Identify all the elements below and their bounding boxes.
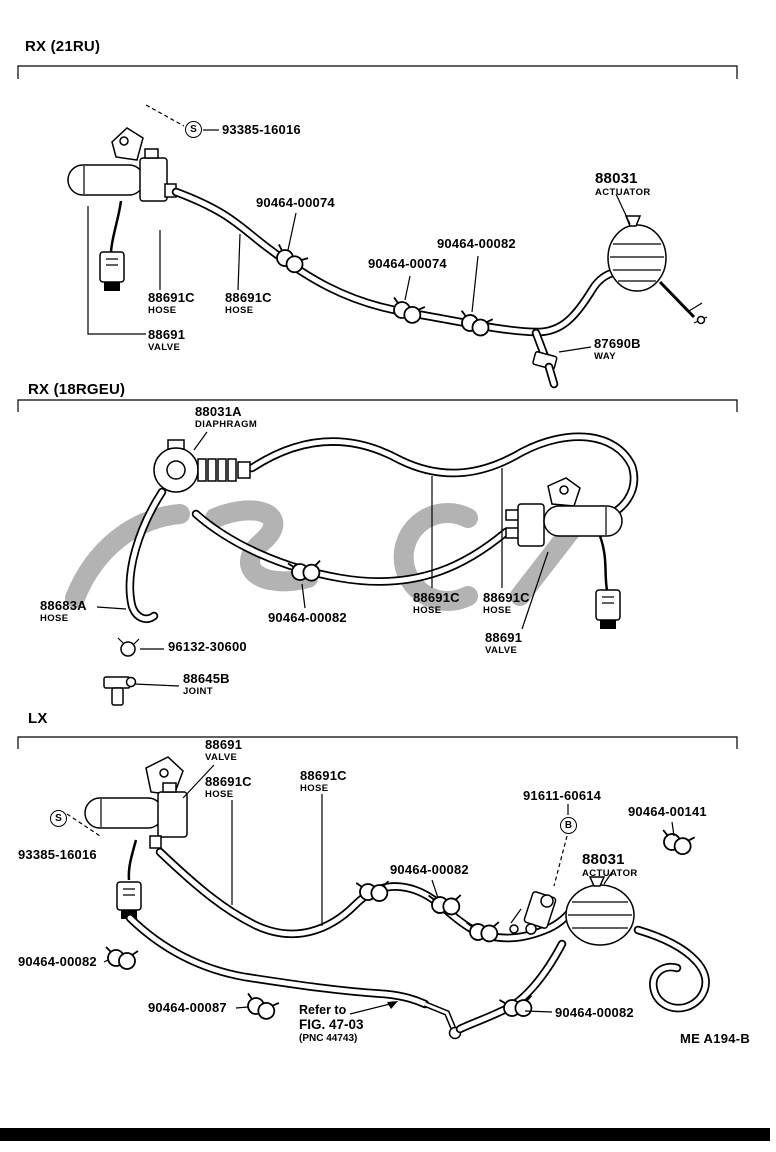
solenoid-valve-art xyxy=(505,477,623,629)
part-label-hose: 88691C HOSE xyxy=(300,768,347,794)
part-label-clamp: 90464-00082 xyxy=(555,1005,634,1020)
part-label-three-way: 87690B WAY xyxy=(594,336,641,362)
part-label-clamp: 90464-00087 xyxy=(148,1000,227,1015)
part-label-screw: 93385-16016 xyxy=(222,122,301,137)
part-label-hose: 88691C HOSE xyxy=(413,590,460,616)
part-label-hose: 88683A HOSE xyxy=(40,598,87,624)
part-label-clamp: 90464-00141 xyxy=(628,804,707,819)
part-label-clamp: 90464-00082 xyxy=(437,236,516,251)
rx18rgeu-diagram xyxy=(17,399,738,706)
watermark-graphic xyxy=(65,500,592,611)
section-bracket xyxy=(17,65,738,79)
part-label-valve: 88691 VALVE xyxy=(485,630,523,656)
joint-art xyxy=(103,676,137,706)
part-label-hose: 88691C HOSE xyxy=(483,590,530,616)
part-label-screw: 93385-16016 xyxy=(18,847,97,862)
part-label-diaphragm: 88031A DIAPHRAGM xyxy=(195,404,258,430)
pipe-art xyxy=(423,1001,462,1040)
rx21ru-diagram xyxy=(17,65,738,389)
section-title-lx: LX xyxy=(28,710,48,727)
section-bracket xyxy=(17,399,738,412)
part-label-actuator: 88031 ACTUATOR xyxy=(595,170,651,198)
diaphragm-art xyxy=(153,439,251,493)
screw-symbol-icon: S xyxy=(50,810,67,827)
section-title-rx21ru: RX (21RU) xyxy=(25,38,101,55)
solenoid-valve-art xyxy=(84,756,188,919)
page-bottom-bar xyxy=(0,1128,770,1141)
part-label-bolt: 91611-60614 xyxy=(523,788,602,803)
section-title-rx18rgeu: RX (18RGEU) xyxy=(28,381,126,398)
part-label-valve: 88691 VALVE xyxy=(205,737,243,763)
actuator-art xyxy=(509,876,635,946)
part-label-clamp: 90464-00082 xyxy=(268,610,347,625)
solenoid-valve-art xyxy=(67,127,177,291)
refer-arrowhead xyxy=(387,1001,398,1009)
part-label-actuator: 88031 ACTUATOR xyxy=(582,851,638,879)
actuator-art xyxy=(607,215,708,325)
figure-code: ME A194-B xyxy=(680,1031,751,1046)
part-label-joint: 88645B JOINT xyxy=(183,671,230,697)
section-bracket xyxy=(17,736,738,749)
clip-art xyxy=(117,637,140,657)
screw-symbol-icon: S xyxy=(185,121,202,138)
part-label-clamp: 90464-00082 xyxy=(390,862,469,877)
part-label-clamp: 90464-00074 xyxy=(256,195,335,210)
part-label-clip: 96132-30600 xyxy=(168,639,247,654)
part-label-hose: 88691C HOSE xyxy=(225,290,272,316)
lx-diagram xyxy=(0,736,770,1141)
part-label-valve: 88691 VALVE xyxy=(148,327,186,353)
part-label-clamp: 90464-00082 xyxy=(18,954,97,969)
part-label-hose: 88691C HOSE xyxy=(205,774,252,800)
part-label-clamp: 90464-00074 xyxy=(368,256,447,271)
part-label-hose: 88691C HOSE xyxy=(148,290,195,316)
refer-note: Refer to FIG. 47-03 (PNC 44743) xyxy=(299,1003,364,1044)
bolt-symbol-icon: B xyxy=(560,817,577,834)
